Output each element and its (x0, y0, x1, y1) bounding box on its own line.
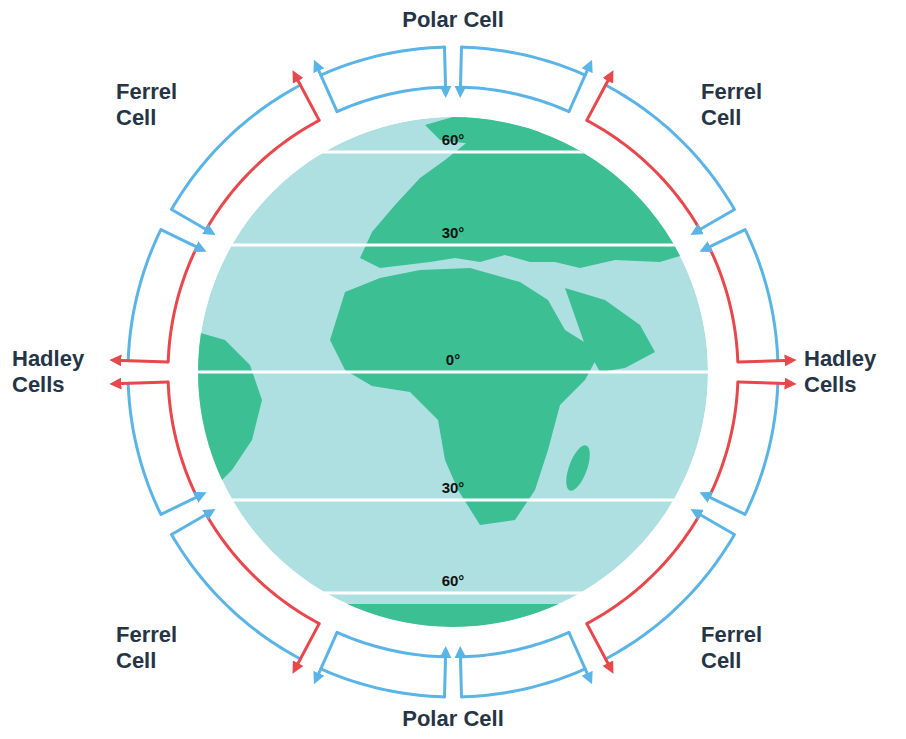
flow-arrow (161, 494, 202, 514)
cell-name: Polar Cell (402, 706, 503, 732)
cell-arc (462, 669, 586, 697)
cell-arc (172, 85, 301, 209)
flow-arrow (587, 624, 611, 670)
globe (180, 112, 740, 664)
cell-arc (206, 120, 319, 229)
cell-name: Ferrel Cell (701, 622, 789, 674)
flow-arrow (738, 382, 792, 384)
cell-arc (168, 382, 197, 497)
cell-arc (206, 515, 319, 624)
flow-arrow (695, 210, 735, 233)
cell-arc (709, 382, 738, 497)
cell-name: Ferrel Cell (116, 79, 204, 131)
flow-arrow (704, 230, 745, 250)
flow-arrow (695, 512, 735, 535)
flow-arrow (114, 382, 168, 384)
flow-arrow (460, 47, 461, 93)
flow-arrow (587, 74, 611, 120)
cell-arc (128, 383, 161, 514)
cell-arc (128, 230, 161, 361)
flow-arrow (444, 651, 445, 697)
cell-name: Hadley Cells (804, 346, 896, 398)
cell-arc (460, 632, 568, 657)
cell-arc (168, 247, 197, 362)
cell-arc (337, 87, 445, 112)
cell-arc (587, 515, 700, 624)
flow-arrow (161, 230, 202, 250)
cell-name: Polar Cell (402, 7, 503, 33)
latitude-label: 30° (442, 224, 465, 242)
continents (180, 112, 740, 664)
flow-arrow (114, 360, 168, 362)
cell-arc (709, 247, 738, 362)
cell-name: Ferrel Cell (116, 622, 204, 674)
cell-arc (337, 632, 445, 657)
flow-arrow (295, 624, 319, 670)
cell-arc (460, 87, 568, 112)
latitude-label: 60° (442, 572, 465, 590)
flow-arrow (460, 651, 461, 697)
flow-arrow (172, 210, 212, 233)
cell-arc (745, 383, 778, 514)
flow-arrow (444, 47, 445, 93)
cell-name: Ferrel Cell (701, 79, 789, 131)
cell-arc (745, 230, 778, 361)
flow-arrow (704, 494, 745, 514)
flow-arrow (569, 632, 590, 680)
latitude-label: 30° (442, 479, 465, 497)
flow-arrow (738, 360, 792, 362)
flow-arrow (295, 74, 319, 120)
latitude-lines (180, 152, 730, 593)
cell-arc (321, 47, 445, 75)
cell-name: Hadley Cells (12, 346, 104, 398)
flow-arrow (569, 64, 590, 112)
flow-arrow (172, 512, 212, 535)
cell-arc (321, 669, 445, 697)
flow-arrow (316, 64, 337, 112)
latitude-label: 60° (442, 131, 465, 149)
cell-arc (462, 47, 586, 75)
latitude-label: 0° (446, 351, 460, 369)
flow-arrow (316, 632, 337, 680)
cell-arc (172, 535, 301, 659)
cell-arc (587, 120, 700, 229)
circulation-cells (114, 47, 792, 697)
